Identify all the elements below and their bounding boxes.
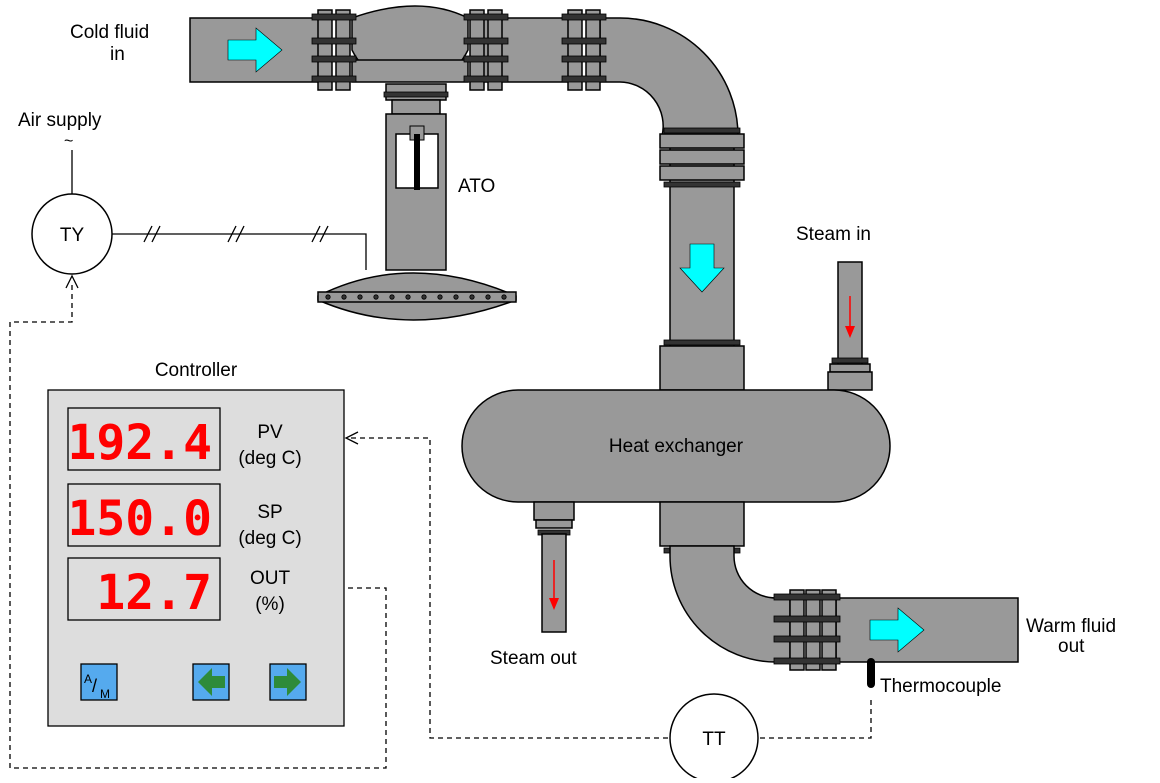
out-label: OUT: [250, 568, 291, 589]
outlet-pipe: [659, 501, 1019, 671]
warm-out-label-1: Warm fluid: [1026, 616, 1116, 637]
warm-flow-arrow: [869, 607, 925, 653]
pv-value: 192.4: [68, 415, 213, 471]
am-slash: /: [92, 676, 97, 696]
cold-in-label-1: Cold fluid: [70, 22, 149, 43]
pneumatic-line: [112, 225, 367, 270]
output-signal-line: [9, 274, 387, 769]
diaphragm-bolts: [325, 294, 507, 300]
cold-flow-arrow: [227, 27, 283, 73]
tt-label: TT: [702, 729, 726, 750]
thermocouple-label: Thermocouple: [880, 676, 1001, 697]
out-display: [67, 557, 221, 621]
sp-unit: (deg C): [238, 528, 301, 549]
steam-out-label: Steam out: [490, 648, 577, 669]
am-m: M: [100, 687, 110, 701]
out-unit: (%): [255, 594, 285, 615]
pv-unit: (deg C): [238, 448, 301, 469]
auto-manual-button[interactable]: A / M: [80, 663, 118, 701]
inlet-flanges: [311, 9, 607, 91]
cold-in-label-2: in: [110, 44, 125, 65]
decrease-button[interactable]: [192, 663, 230, 701]
air-tilde: ~: [64, 133, 73, 150]
warm-out-label-2: out: [1058, 636, 1085, 657]
sp-value: 150.0: [68, 491, 213, 547]
down-flow-arrow: [679, 243, 725, 293]
thermocouple-probe: [867, 658, 875, 688]
steam-in-pipe: [827, 261, 873, 391]
inlet-pipe: [189, 5, 739, 137]
control-valve: [317, 83, 517, 321]
sp-label: SP: [257, 502, 282, 523]
ty-label: TY: [60, 225, 85, 246]
sp-display: [67, 483, 221, 547]
steam-in-label: Steam in: [796, 224, 871, 245]
down-pipe: [659, 127, 745, 391]
pv-label: PV: [257, 422, 283, 443]
out-value: 12.7: [96, 565, 212, 621]
pv-display: [67, 407, 221, 471]
ato-label: ATO: [458, 176, 495, 197]
pv-signal-line: [344, 431, 872, 739]
heat-exchanger-label: Heat exchanger: [609, 436, 744, 457]
increase-button[interactable]: [269, 663, 307, 701]
steam-out-pipe: [533, 501, 575, 633]
right-arrow-icon: [274, 668, 301, 696]
controller-label: Controller: [155, 360, 238, 381]
am-a: A: [84, 672, 92, 686]
air-supply-label: Air supply: [18, 110, 102, 131]
left-arrow-icon: [198, 668, 225, 696]
